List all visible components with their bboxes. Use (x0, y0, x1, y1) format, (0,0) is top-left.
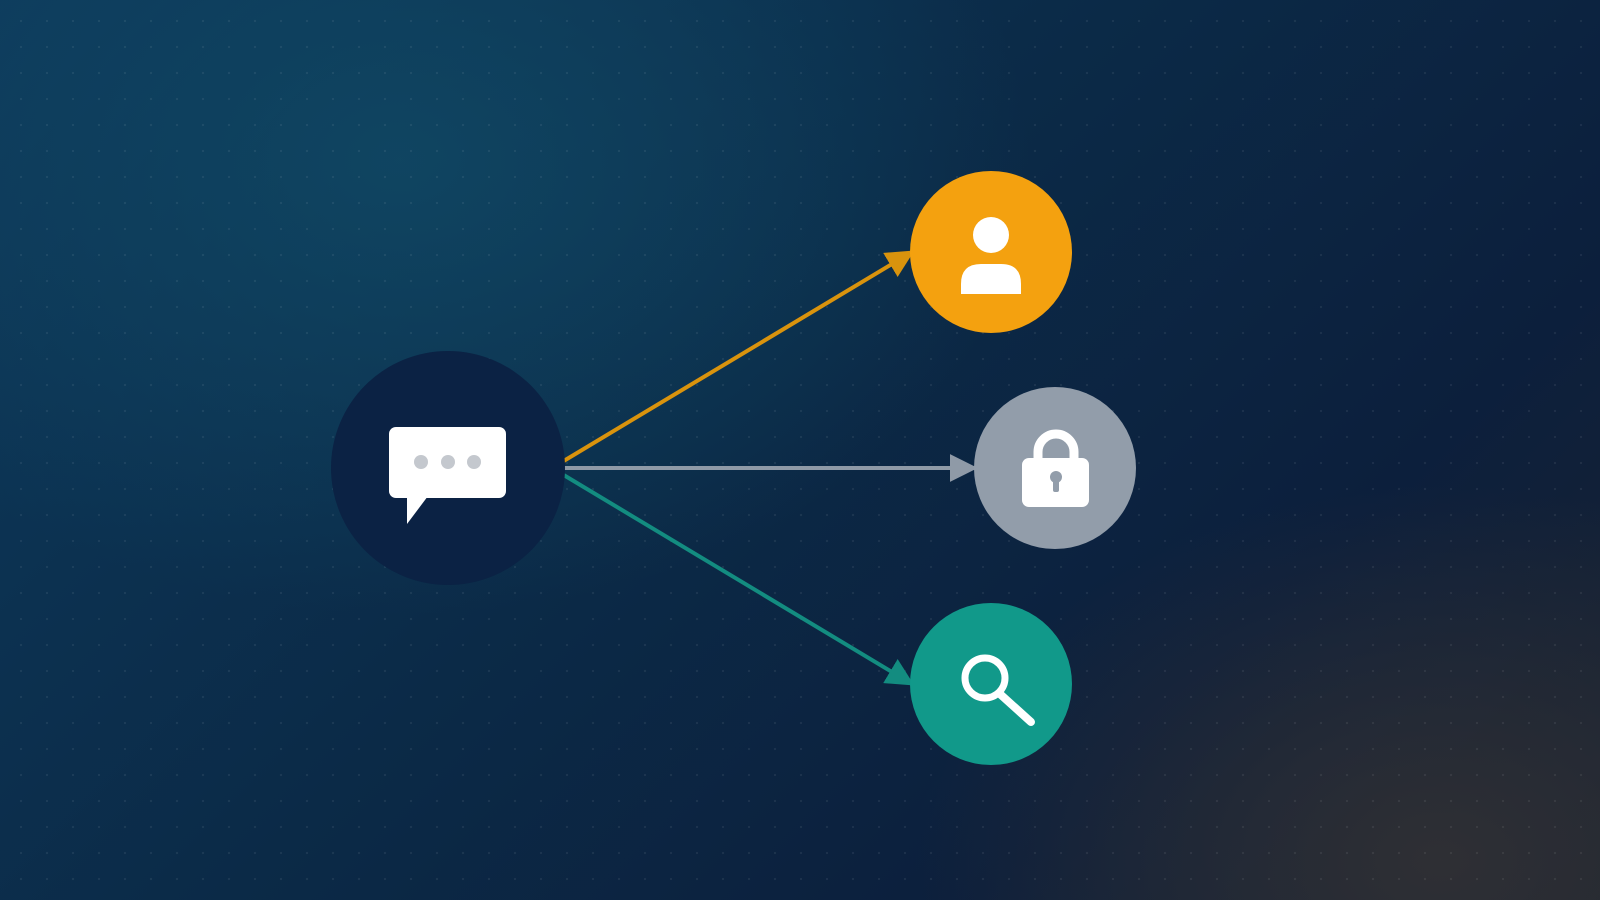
user-icon (961, 217, 1021, 294)
source-node (331, 351, 565, 585)
search-node (910, 603, 1072, 765)
user-node (910, 171, 1072, 333)
edge-to-search (550, 466, 915, 686)
lock-icon (1022, 429, 1089, 507)
search-icon (961, 654, 1035, 726)
edge-to-user (550, 250, 915, 470)
chat-bubble-icon (389, 427, 506, 524)
lock-node (974, 387, 1136, 549)
